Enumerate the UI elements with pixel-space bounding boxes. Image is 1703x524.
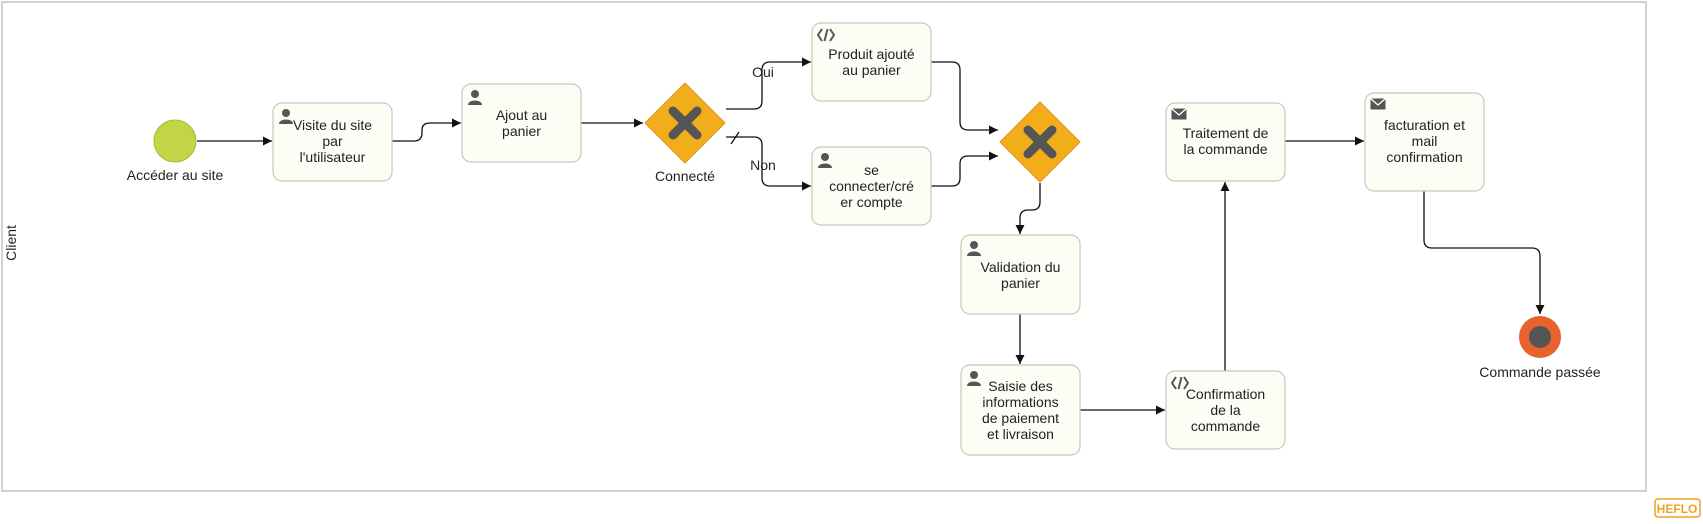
logo-frame	[1654, 498, 1701, 518]
start-event[interactable]: Accéder au site	[127, 119, 224, 183]
gateway-connecte-label: Connecté	[655, 168, 715, 184]
gateway-connecte[interactable]: Connecté	[644, 82, 726, 184]
task-label-line: Validation du	[981, 259, 1061, 275]
flow-merge-to-validation[interactable]	[1015, 183, 1041, 234]
x-icon	[668, 106, 702, 140]
task-label-line: se	[864, 162, 879, 178]
start-event-label: Accéder au site	[127, 167, 224, 183]
task-label-line: connecter/cré	[829, 178, 914, 194]
task-label-line: et livraison	[987, 426, 1054, 442]
logo-text: HEFLO	[1657, 502, 1698, 516]
task-box[interactable]	[811, 146, 932, 226]
task-label-line: de paiement	[982, 410, 1059, 426]
flow-visite-to-ajout[interactable]	[392, 118, 461, 142]
envelope-icon	[1171, 108, 1187, 120]
sequence-flows: Oui Non	[197, 57, 1545, 415]
task-box[interactable]	[272, 102, 393, 182]
task-label-line: informations	[982, 394, 1058, 410]
task-box[interactable]	[960, 234, 1081, 315]
flow-facturation-to-end[interactable]	[1423, 191, 1545, 314]
flow-connecter-to-merge[interactable]	[931, 151, 998, 187]
start-event-circle[interactable]	[153, 119, 197, 163]
task-label-line: facturation et	[1384, 117, 1465, 133]
gateway-merge[interactable]	[999, 101, 1081, 183]
task-label-line: la commande	[1183, 141, 1267, 157]
task-label-line: commande	[1191, 418, 1260, 434]
x-icon	[1023, 125, 1057, 159]
task-box[interactable]	[1364, 92, 1485, 192]
task-label-line: Visite du site	[293, 117, 372, 133]
flow-label-oui: Oui	[752, 64, 774, 80]
task-label-line: Saisie des	[988, 378, 1053, 394]
task-label-line: Produit ajouté	[828, 46, 915, 62]
task-label-line: au panier	[842, 62, 901, 78]
default-flow-marker	[730, 131, 740, 145]
task-label-line: Traitement de	[1183, 125, 1269, 141]
task-label-line: panier	[1001, 275, 1040, 291]
task-box[interactable]	[811, 22, 932, 102]
flow-oui[interactable]	[726, 57, 811, 110]
task-label-line: panier	[502, 123, 541, 139]
pool-label: Client	[3, 225, 19, 261]
task-label-line: mail	[1412, 133, 1438, 149]
flow-label-non: Non	[750, 157, 776, 173]
task-label-line: de la	[1210, 402, 1241, 418]
task-box[interactable]	[1165, 102, 1286, 182]
task-box[interactable]	[1165, 370, 1286, 450]
task-box[interactable]	[461, 83, 582, 163]
task-label-line: Confirmation	[1186, 386, 1265, 402]
task-label-line: l'utilisateur	[300, 149, 366, 165]
end-event-label: Commande passée	[1479, 364, 1601, 380]
task-label-line: par	[322, 133, 343, 149]
flow-produit-to-merge[interactable]	[931, 61, 998, 135]
task-box[interactable]	[960, 364, 1081, 456]
flow-non[interactable]	[726, 136, 811, 191]
task-label-line: Ajout au	[496, 107, 547, 123]
end-event[interactable]: Commande passée	[1479, 316, 1601, 380]
task-label-line: confirmation	[1386, 149, 1462, 165]
heflo-logo: HEFLO	[1654, 498, 1701, 518]
envelope-icon	[1370, 98, 1386, 110]
task-label-line: er compte	[840, 194, 902, 210]
end-event-inner	[1529, 326, 1551, 348]
